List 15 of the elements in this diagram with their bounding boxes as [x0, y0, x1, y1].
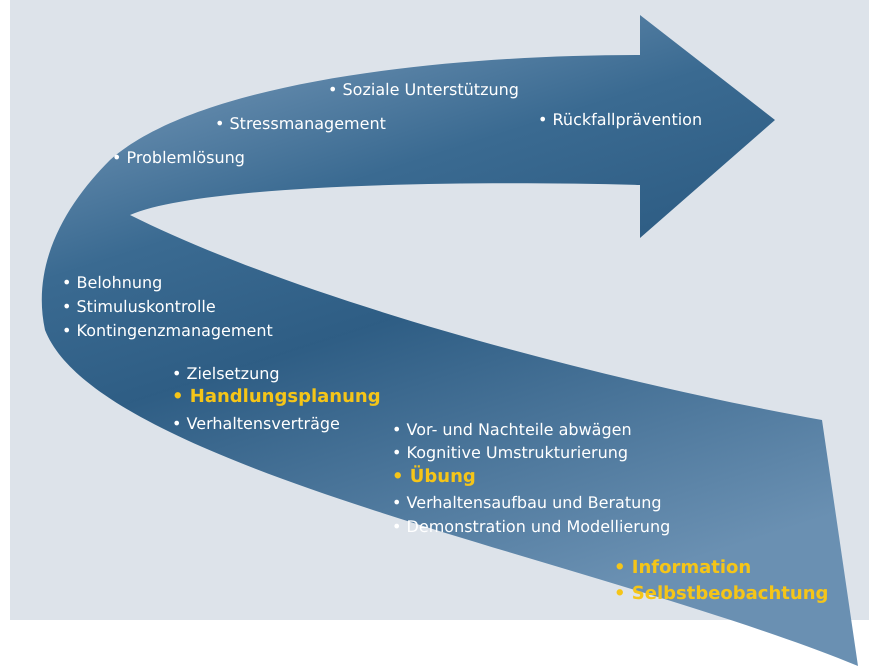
- list-item: • Belohnung: [62, 273, 162, 293]
- list-item: • Verhaltensverträge: [172, 414, 340, 434]
- list-item: • Handlungsplanung: [172, 387, 381, 407]
- list-item: • Vor- und Nachteile abwägen: [392, 420, 632, 440]
- list-item: • Soziale Unterstützung: [328, 80, 519, 100]
- list-item: • Rückfallprävention: [538, 110, 702, 130]
- list-item: • Übung: [392, 467, 476, 487]
- list-item: • Kontingenzmanagement: [62, 321, 273, 341]
- list-item: • Verhaltensaufbau und Beratung: [392, 493, 662, 513]
- list-item: • Stressmanagement: [215, 114, 386, 134]
- list-item: • Stimuluskontrolle: [62, 297, 216, 317]
- list-item: • Kognitive Umstrukturierung: [392, 443, 628, 463]
- list-item: • Problemlösung: [112, 148, 245, 168]
- list-item: • Zielsetzung: [172, 364, 280, 384]
- list-item: • Information: [614, 558, 752, 578]
